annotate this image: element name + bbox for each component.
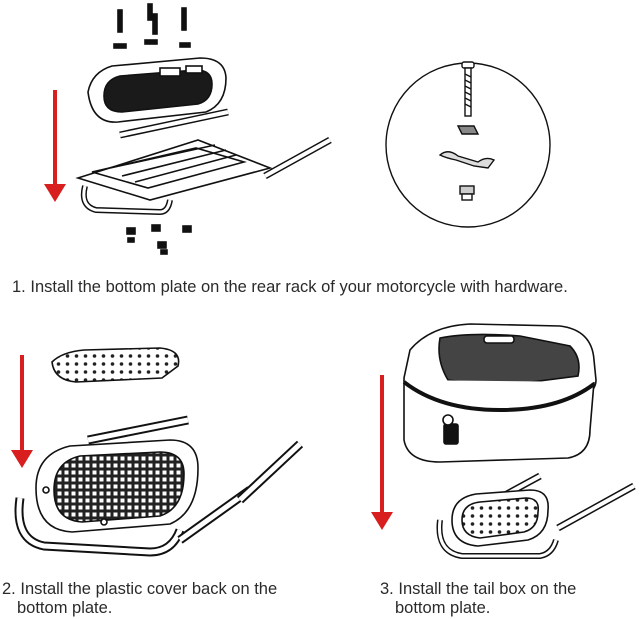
step1-caption: 1. Install the bottom plate on the rear … xyxy=(12,278,568,297)
washer-icon xyxy=(456,125,480,135)
down-arrow-icon xyxy=(371,375,393,530)
bottom-plate xyxy=(35,439,199,533)
step1-text: Install the bottom plate on the rear rac… xyxy=(30,278,568,296)
step3-illustration xyxy=(402,323,636,559)
step3-caption: 3. Install the tail box on the bottom pl… xyxy=(380,580,630,618)
tail-box xyxy=(402,323,597,463)
rear-rack xyxy=(14,415,304,557)
nut-icon-group xyxy=(126,224,192,255)
bolt-icon xyxy=(461,61,475,117)
down-arrow-icon xyxy=(11,355,33,468)
step2-illustration xyxy=(14,347,304,557)
step2-number: 2. xyxy=(2,580,16,598)
screw-icon-group xyxy=(113,3,191,49)
rear-rack xyxy=(75,108,332,216)
bracket-icon xyxy=(438,151,496,169)
step2-line1: Install the plastic cover back on the xyxy=(20,580,278,598)
step2-caption: 2. Install the plastic cover back on the… xyxy=(2,580,312,618)
hardware-detail-circle xyxy=(385,61,551,228)
bottom-plate xyxy=(451,489,549,547)
step3-number: 3. xyxy=(380,580,394,598)
down-arrow-icon xyxy=(44,90,66,202)
step3-line2: bottom plate. xyxy=(395,599,491,617)
step2-line2: bottom plate. xyxy=(17,599,113,617)
step1-number: 1. xyxy=(12,278,26,296)
plastic-cover xyxy=(51,347,180,383)
nut-icon xyxy=(459,185,475,201)
bottom-plate xyxy=(87,57,227,123)
step3-line1: Install the tail box on the xyxy=(398,580,577,598)
step1-illustration xyxy=(75,3,332,255)
